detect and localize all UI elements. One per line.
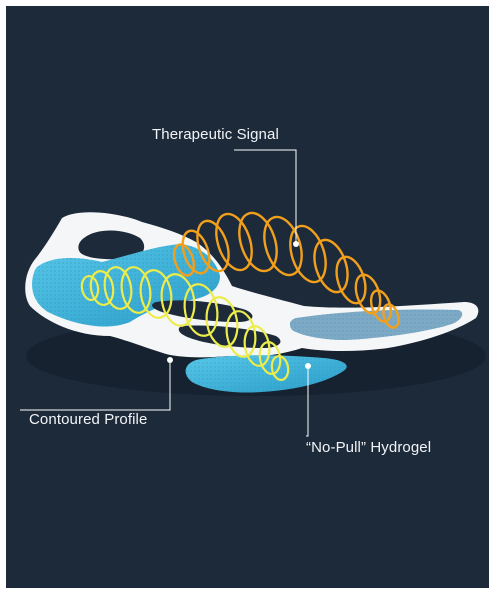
callout-contoured-profile-dot xyxy=(167,357,173,363)
no-pull-hydrogel-label: “No-Pull” Hydrogel xyxy=(306,440,431,455)
product-illustration-panel: Therapeutic Signal Contoured Profile “No… xyxy=(6,6,489,588)
callout-hydrogel-dot xyxy=(305,363,311,369)
callout-therapeutic-signal-dot xyxy=(293,241,299,247)
contoured-profile-label: Contoured Profile xyxy=(29,412,147,427)
therapeutic-signal-label: Therapeutic Signal xyxy=(152,127,279,142)
device-illustration xyxy=(6,6,489,588)
